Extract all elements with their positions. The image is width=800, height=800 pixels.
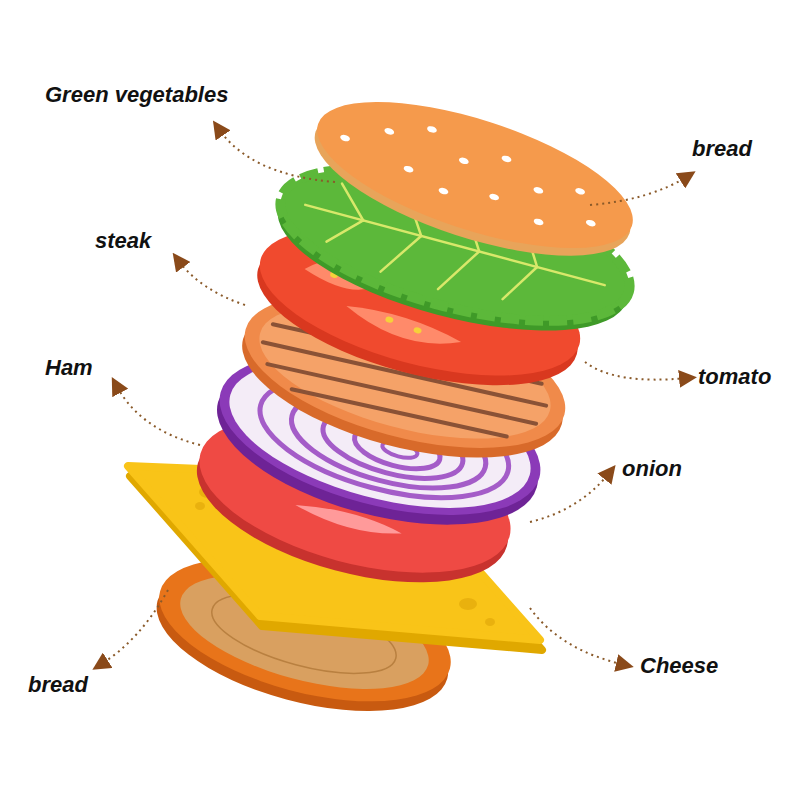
- cheese-hole: [195, 502, 205, 510]
- part-label: Cheese: [640, 653, 718, 679]
- cheese-hole: [459, 598, 477, 610]
- leader-line: [585, 362, 688, 380]
- part-label: onion: [622, 456, 682, 482]
- leader-lines: [100, 128, 688, 665]
- bread-top: [301, 72, 649, 279]
- part-label: bread: [692, 136, 752, 162]
- part-label: steak: [95, 228, 151, 254]
- leader-line: [100, 590, 168, 665]
- sesame-seeds: [333, 100, 609, 241]
- leader-line: [590, 176, 688, 205]
- part-label: Ham: [45, 355, 93, 381]
- part-label: Green vegetables: [45, 82, 228, 108]
- top-bread: [299, 72, 649, 286]
- leader-line: [116, 385, 200, 445]
- part-label: tomato: [698, 364, 771, 390]
- cheese-hole: [485, 618, 495, 626]
- leader-line: [178, 260, 245, 305]
- part-label: bread: [28, 672, 88, 698]
- leader-line: [218, 128, 335, 182]
- leader-line: [530, 608, 625, 665]
- leader-line: [530, 472, 610, 522]
